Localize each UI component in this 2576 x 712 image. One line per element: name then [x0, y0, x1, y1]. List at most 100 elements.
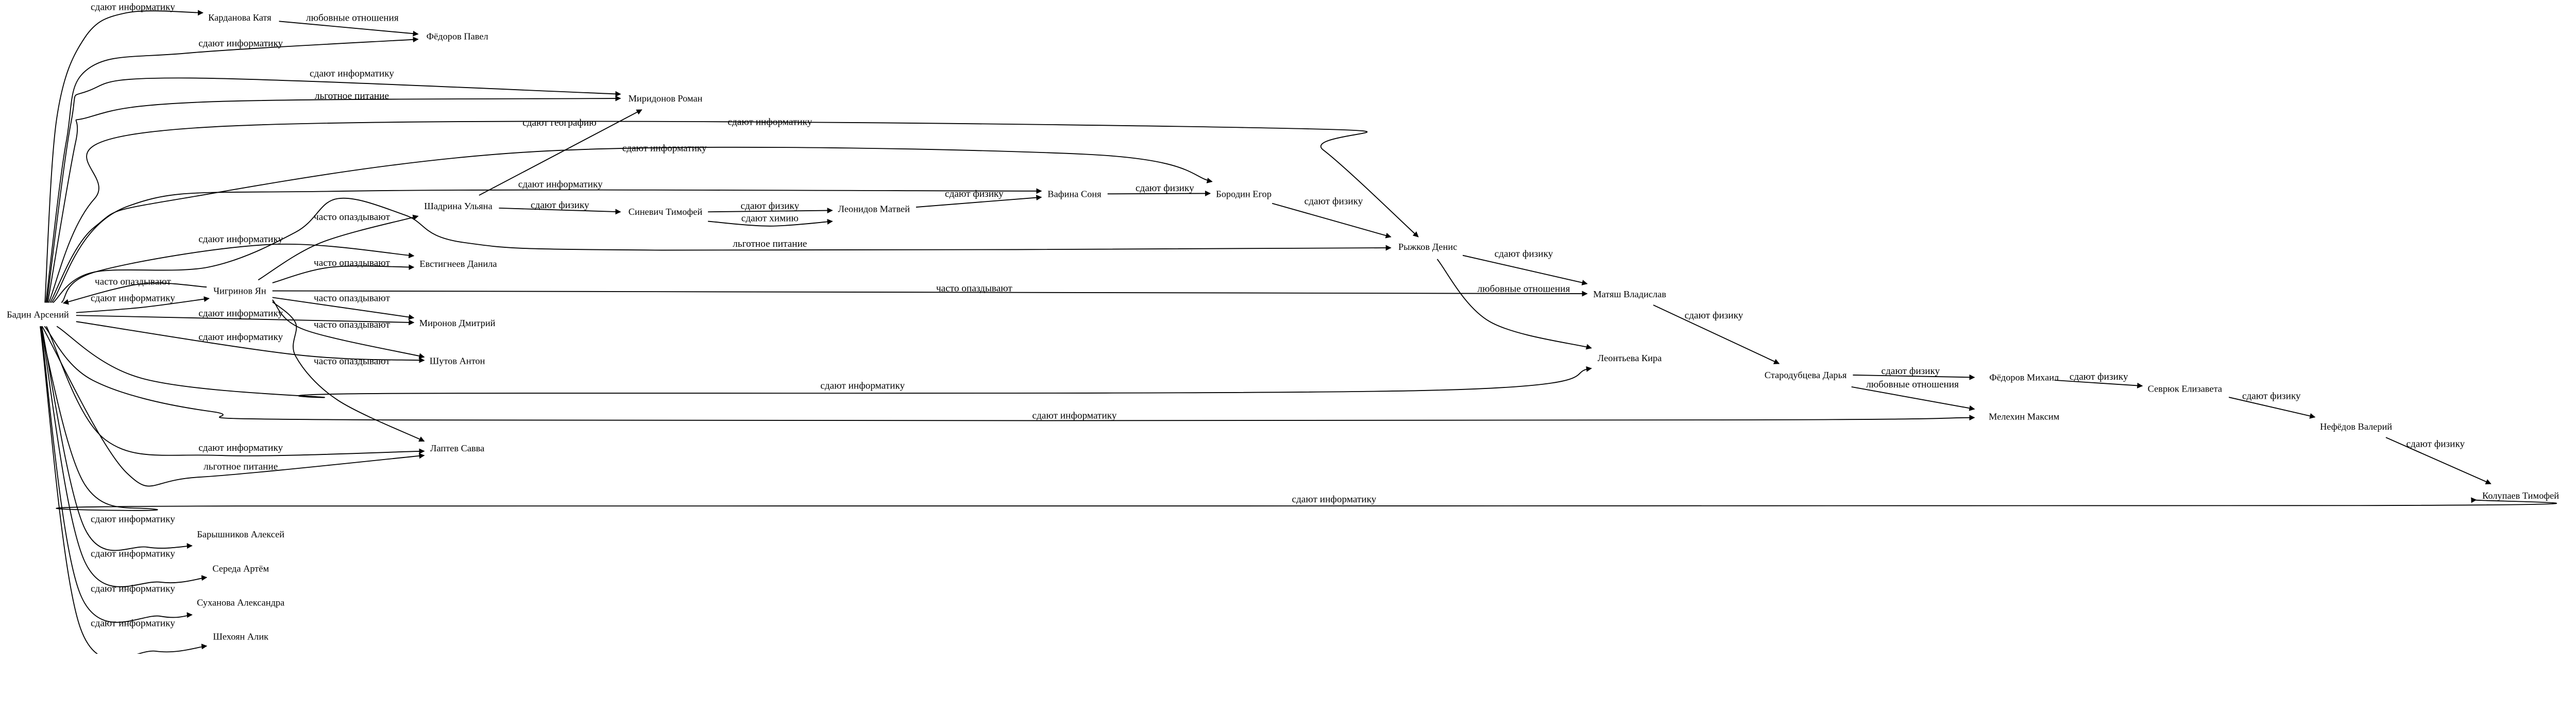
edge-leonidov-to-vafina: сдают физику [916, 189, 1042, 208]
edge-label: сдают информатику [198, 332, 283, 343]
edge-label: сдают информатику [91, 548, 175, 559]
node-matyash[interactable]: Матяш Владислав [1593, 289, 1666, 299]
background [0, 0, 2576, 654]
node-leontieva[interactable]: Леонтьева Кира [1598, 353, 1662, 363]
edge-line [2055, 380, 2143, 388]
edge-badin-to-melekhin: сдают информатику [44, 326, 1975, 421]
edge-vafina-to-borodin: сдают физику [1107, 183, 1211, 196]
node-ryzhkov[interactable]: Рыжков Денис [1398, 242, 1457, 252]
edge-borodin-to-ryzhkov: сдают физику [1272, 196, 1392, 239]
edge-line [76, 315, 415, 326]
edge-line [2228, 397, 2316, 419]
node-mironov[interactable]: Миронов Дмитрий [419, 318, 496, 328]
node-sukhanova[interactable]: Суханова Александра [197, 597, 284, 607]
node-leonidov[interactable]: Леонидов Матвей [838, 204, 910, 214]
edge-line [272, 297, 415, 320]
node-kardanova[interactable]: Карданова Катя [208, 12, 272, 23]
edge-label: часто опаздывают [936, 283, 1012, 294]
edge-badin-to-ryzhkov: льготное питание [53, 197, 1392, 303]
edge-badin-to-baryshnikov: сдают информатику [41, 326, 193, 551]
edge-badin-to-laptev: льготное питание [41, 326, 425, 487]
node-sereda[interactable]: Середа Артём [212, 563, 269, 573]
node-shadrina[interactable]: Шадрина Ульяна [424, 201, 492, 211]
node-vafina[interactable]: Вафина Соня [1047, 189, 1101, 199]
node-melekhin[interactable]: Мелехин Максим [1989, 412, 2060, 422]
node-chigrinov[interactable]: Чигринов Ян [213, 286, 266, 296]
edge-shadrina-to-sinevich: сдают физику [499, 200, 621, 215]
edge-line [41, 326, 425, 487]
edge-badin-to-fedorov_p: сдают информатику [45, 37, 419, 303]
edge-label: сдают физику [741, 201, 800, 212]
edge-line [272, 264, 415, 283]
edge-nefedov-to-kolupaev: сдают физику [2385, 437, 2492, 485]
edge-line [46, 77, 621, 303]
node-laptev[interactable]: Лаптев Савва [430, 443, 484, 453]
edge-label: сдают физику [1882, 366, 1940, 377]
edge-line [61, 243, 415, 303]
edge-line [2385, 437, 2492, 485]
node-evstigneev[interactable]: Евстигнеев Данила [419, 259, 497, 269]
edge-label: льготное питание [204, 462, 278, 472]
edge-label: сдают информатику [1292, 494, 1377, 505]
edge-label: сдают физику [1495, 248, 1553, 259]
edge-badin-to-shutov: сдают информатику [76, 321, 425, 363]
edge-badin-to-miridonov: льготное питание [47, 91, 621, 303]
edge-line [1272, 202, 1392, 239]
edge-ryzhkov-to-leontieva: любовные отношения [1436, 259, 1592, 350]
edge-line [258, 214, 419, 281]
node-baryshnikov[interactable]: Барышников Алексей [197, 529, 284, 539]
node-badin[interactable]: Бадин Арсений [7, 309, 69, 319]
edge-label: сдают информатику [91, 514, 175, 524]
edge-starodubtseva-to-melekhin: любовные отношения [1851, 379, 1975, 411]
edge-label: часто опаздывают [314, 212, 390, 223]
edge-kardanova-to-fedorov_p: любовные отношения [279, 12, 419, 37]
edge-line [40, 326, 193, 623]
edge-label: сдают физику [1685, 310, 1743, 321]
node-fedorov_m[interactable]: Фёдоров Михаил [1989, 372, 2059, 383]
edge-label: сдают химию [741, 213, 799, 224]
node-sevryuk[interactable]: Севрюк Елизавета [2148, 384, 2222, 394]
edge-label: часто опаздывают [314, 258, 390, 268]
edge-line [916, 195, 1042, 208]
edge-matyash-to-starodubtseva: сдают физику [1653, 304, 1780, 364]
node-miridonov[interactable]: Миридонов Роман [629, 93, 703, 104]
edge-line [272, 299, 425, 359]
edge-label: сдают физику [1136, 183, 1194, 194]
edge-label: сдают информатику [820, 381, 905, 392]
edge-badin-to-evstigneev: сдают информатику [61, 234, 415, 303]
edge-badin-to-laptev: сдают информатику [46, 326, 425, 456]
edge-line [279, 21, 419, 37]
node-shekhoyan[interactable]: Шехоян Алик [213, 632, 268, 642]
edge-sevryuk-to-nefedov: сдают физику [2228, 391, 2316, 419]
edge-label: сдают физику [2406, 438, 2465, 449]
edge-chigrinov-to-shadrina: часто опаздывают [258, 212, 419, 281]
node-kolupaev[interactable]: Колупаев Тимофей [2482, 490, 2559, 501]
edge-sinevich-to-leonidov: сдают физику [708, 201, 833, 214]
node-sinevich[interactable]: Синевич Тимофей [629, 207, 703, 217]
edge-line [51, 188, 1042, 303]
edge-label: сдают информатику [91, 293, 175, 304]
edge-label: сдают информатику [727, 116, 812, 127]
node-nefedov[interactable]: Нефёдов Валерий [2320, 421, 2392, 432]
edge-chigrinov-to-shutov: часто опаздывают [272, 299, 425, 359]
edge-label: сдают информатику [622, 143, 707, 154]
edge-label: часто опаздывают [314, 319, 390, 330]
edge-shadrina-to-miridonov: сдают географию [479, 109, 642, 196]
node-shutov[interactable]: Шутов Антон [430, 355, 485, 366]
edge-chigrinov-to-laptev: часто опаздывают [272, 301, 425, 442]
edge-label: сдают информатику [91, 2, 175, 12]
edge-line [1462, 255, 1588, 285]
edge-ryzhkov-to-matyash: сдают физику [1462, 248, 1588, 285]
edge-label: сдают физику [945, 189, 1004, 199]
edge-line [40, 326, 2557, 511]
node-borodin[interactable]: Бородин Егор [1216, 189, 1272, 199]
node-fedorov_p[interactable]: Фёдоров Павел [427, 31, 488, 42]
edge-label: льготное питание [733, 239, 807, 249]
edge-badin-to-vafina: сдают информатику [51, 179, 1042, 303]
edge-label: сдают информатику [1032, 410, 1117, 421]
edge-badin-to-kardanova: сдают информатику [44, 2, 204, 303]
node-starodubtseva[interactable]: Стародубцева Дарья [1765, 370, 1847, 380]
edge-badin-to-sereda: сдают информатику [40, 326, 208, 587]
edge-line [62, 282, 207, 305]
